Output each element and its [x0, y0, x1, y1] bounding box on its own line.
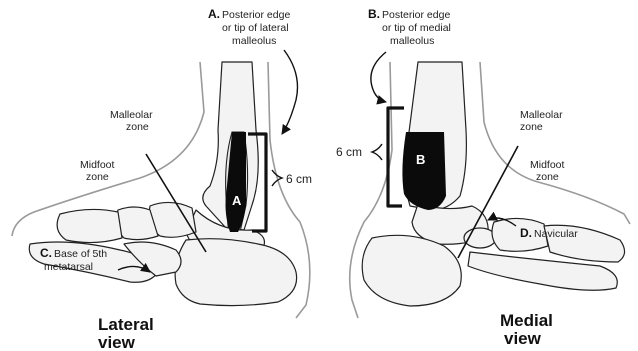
label-c-line1: Base of 5th	[54, 248, 107, 260]
label-b-arrow	[371, 52, 386, 102]
label-c-line2: metatarsal	[44, 261, 93, 273]
lateral-malleolar-label-2: zone	[126, 121, 149, 133]
zone-a-letter: A	[232, 193, 242, 208]
medial-measure-label: 6 cm	[336, 145, 362, 159]
zone-b-letter: B	[416, 152, 425, 167]
medial-malleolar-label-2: zone	[520, 121, 543, 133]
label-b: B. Posterior edge or tip of medial malle…	[368, 7, 451, 47]
label-b-line2: or tip of medial	[382, 22, 451, 34]
medial-view-title-1: Medial	[500, 311, 553, 330]
label-a-line2: or tip of lateral	[222, 22, 289, 34]
label-a-line1: Posterior edge	[222, 9, 290, 21]
label-a-letter: A.	[208, 7, 220, 21]
lateral-view-title-2: view	[98, 333, 136, 351]
medial-malleolar-label-1: Malleolar	[520, 109, 563, 121]
label-a: A. Posterior edge or tip of lateral mall…	[208, 7, 290, 47]
lateral-midfoot-label-1: Midfoot	[80, 159, 115, 171]
medial-foot-illustration	[350, 62, 630, 318]
label-a-arrow	[282, 50, 298, 134]
label-d-letter: D.	[520, 226, 532, 240]
label-a-line3: malleolus	[232, 35, 276, 47]
lateral-measure-label: 6 cm	[286, 172, 312, 186]
lateral-midfoot-label-2: zone	[86, 171, 109, 183]
lateral-malleolar-label-1: Malleolar	[110, 109, 153, 121]
medial-midfoot-label-2: zone	[536, 171, 559, 183]
label-b-letter: B.	[368, 7, 380, 21]
medial-malleolar-zone-b	[402, 132, 446, 210]
label-c-letter: C.	[40, 246, 52, 260]
label-b-line1: Posterior edge	[382, 9, 450, 21]
medial-brace	[372, 144, 382, 160]
medial-midfoot-label-1: Midfoot	[530, 159, 565, 171]
label-d: D. Navicular	[520, 226, 578, 240]
label-d-text: Navicular	[534, 228, 578, 240]
lateral-view-title-1: Lateral	[98, 315, 154, 334]
medial-view-title-2: view	[504, 329, 542, 348]
label-b-line3: malleolus	[390, 35, 434, 47]
